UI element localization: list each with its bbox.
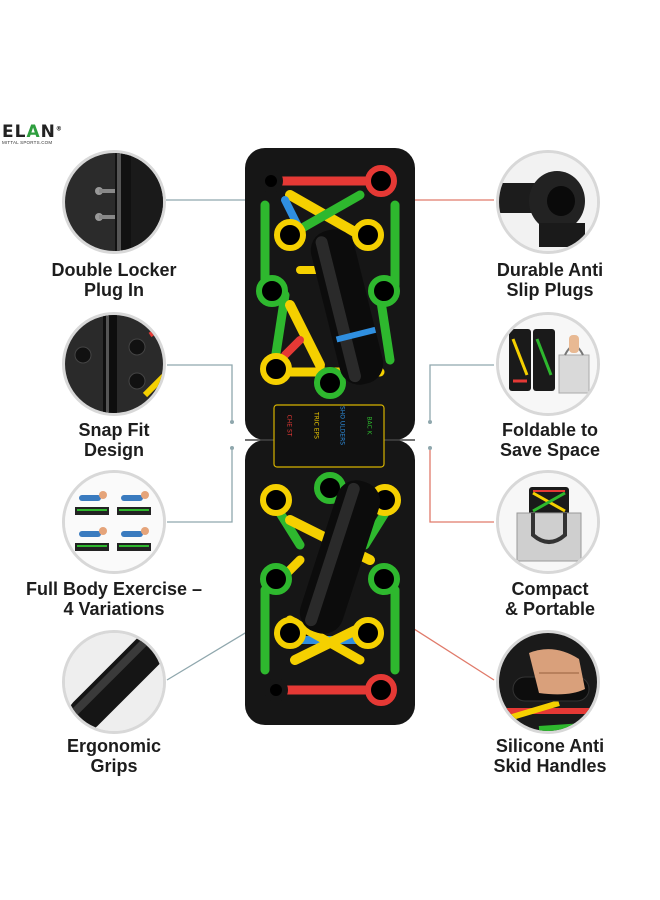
feature-label-full-body: Full Body Exercise –4 Variations: [25, 579, 203, 619]
hinge-icon: [62, 150, 166, 254]
pegs-icon: [62, 312, 166, 416]
top-holes: [256, 165, 400, 399]
legend-item-shoulders: SHO ULDERS: [338, 405, 346, 446]
legend-item-triceps: TRIC EPS: [312, 412, 320, 439]
tote-bag-icon: [496, 470, 600, 574]
brand-tagline: MITTAL SPORTS.COM: [2, 140, 53, 145]
connector-left-2: [167, 364, 233, 420]
connector-left-3: [167, 450, 233, 523]
brand-wordmark: ELAN®: [2, 122, 63, 142]
bottom-handle: [299, 480, 381, 634]
connector-right-4: [399, 619, 495, 681]
legend-item-chest: CHE ST: [285, 414, 293, 437]
connector-right-3: [429, 450, 494, 523]
hand-on-handle-icon: [496, 630, 600, 734]
exercise-legend: [273, 404, 385, 468]
brand-logo: ELAN® MITTAL SPORTS.COM: [2, 122, 72, 145]
connector-right-2: [429, 364, 494, 420]
bottom-holes: [260, 472, 401, 706]
grip-closeup-icon: [62, 630, 166, 734]
pushup-variations-icon: [62, 470, 166, 574]
folded-board-bag-icon: [496, 312, 600, 416]
top-handle: [310, 229, 384, 385]
legend-item-back: BAC K: [365, 416, 373, 435]
plug-icon: [496, 150, 600, 254]
feature-label-compact: Compact& Portable: [504, 579, 596, 619]
legend-text-group: CHE ST TRIC EPS SHO ULDERS BAC K: [276, 405, 382, 464]
